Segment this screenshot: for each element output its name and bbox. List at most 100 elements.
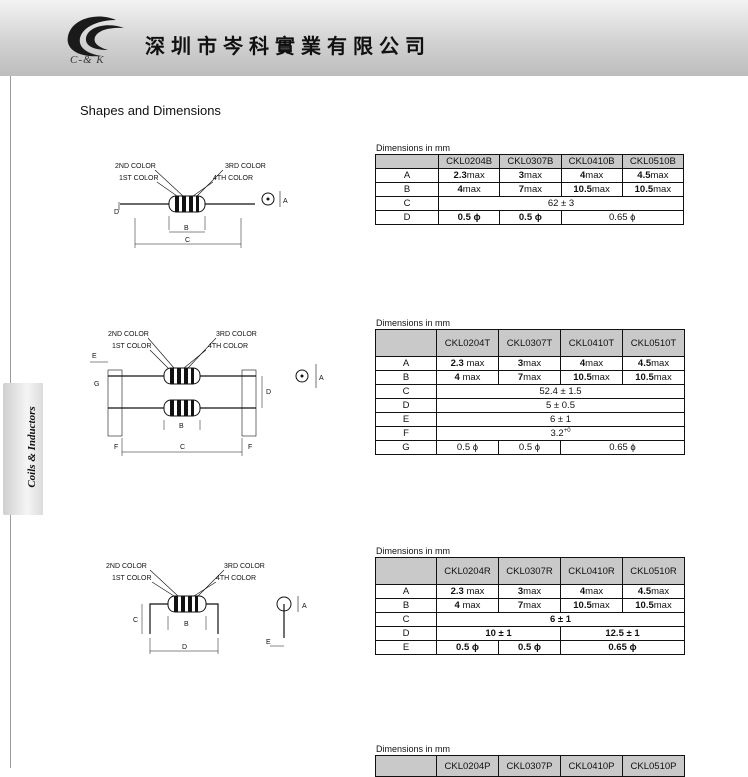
label-2nd-color: 2ND COLOR — [115, 163, 156, 170]
section-title: Shapes and Dimensions — [80, 103, 221, 118]
table-row: B 4max 7max 10.5max 10.5max — [375, 182, 685, 197]
svg-text:G: G — [94, 381, 99, 388]
svg-text:C: C — [133, 617, 138, 624]
diagram-tape-t: 2ND COLOR 1ST COLOR 3RD COLOR 4TH COLOR … — [88, 326, 288, 458]
label-3rd-color: 3RD COLOR — [225, 163, 266, 170]
svg-text:D: D — [182, 644, 187, 651]
dimensions-table-r: CKL0204R CKL0307R CKL0410R CKL0510R A 2.… — [375, 557, 685, 655]
svg-text:E: E — [92, 353, 97, 360]
svg-text:1ST COLOR: 1ST COLOR — [112, 343, 152, 350]
label-1st-color: 1ST COLOR — [119, 175, 159, 182]
diagram-tape-t-end: A — [292, 360, 328, 400]
table-row: B 4 max 7max 10.5max 10.5max — [375, 598, 685, 613]
table-row: C 62 ± 3 — [375, 196, 684, 211]
row-label: D — [375, 626, 437, 641]
table-row: D 10 ± 1 12.5 ± 1 — [375, 626, 685, 641]
svg-text:2ND COLOR: 2ND COLOR — [106, 563, 147, 570]
table1-caption: Dimensions in mm — [376, 143, 451, 153]
svg-text:4TH COLOR: 4TH COLOR — [208, 343, 248, 350]
label-4th-color: 4TH COLOR — [213, 175, 253, 182]
svg-text:D: D — [266, 389, 271, 396]
svg-text:A: A — [302, 603, 307, 610]
dimensions-table-b: CKL0204B CKL0307B CKL0410B CKL0510B A 2.… — [375, 154, 685, 225]
table-header: CKL0410P — [560, 755, 623, 777]
diagram-radial-r: 2ND COLOR 1ST COLOR 3RD COLOR 4TH COLOR … — [100, 558, 280, 658]
logo-text: C-& K — [70, 54, 105, 66]
row-label: C — [375, 384, 437, 399]
svg-text:E: E — [266, 639, 271, 646]
table-row: C 52.4 ± 1.5 — [375, 384, 685, 399]
table-header: CKL0307R — [498, 557, 561, 585]
table-header: CKL0410T — [560, 329, 623, 357]
table-row: A 2.3 max 3max 4max 4.5max — [375, 584, 685, 599]
svg-text:B: B — [179, 423, 184, 430]
row-label: A — [375, 356, 437, 371]
svg-text:1ST COLOR: 1ST COLOR — [112, 575, 152, 582]
row-label: A — [375, 584, 437, 599]
diagram-axial-b: 2ND COLOR 1ST COLOR 3RD COLOR 4TH COLOR … — [105, 158, 305, 250]
svg-text:B: B — [184, 225, 189, 232]
diagram-axial-b-end: A — [258, 183, 294, 223]
company-logo-icon — [67, 16, 124, 57]
row-label: D — [375, 210, 439, 225]
svg-text:C: C — [180, 444, 185, 451]
svg-text:2ND COLOR: 2ND COLOR — [108, 331, 149, 338]
table-row: C 6 ± 1 — [375, 612, 685, 627]
svg-text:3RD COLOR: 3RD COLOR — [224, 563, 265, 570]
svg-text:A: A — [319, 375, 324, 382]
row-label: E — [375, 412, 437, 427]
table3-caption: Dimensions in mm — [376, 546, 451, 556]
svg-text:A: A — [283, 198, 288, 205]
table-row: F 3.2+0 — [375, 426, 685, 441]
row-label: B — [375, 182, 439, 197]
table-header: CKL0510B — [621, 154, 685, 169]
table-header: CKL0307P — [498, 755, 561, 777]
row-label: F — [375, 426, 437, 441]
row-label: C — [375, 196, 439, 211]
table-header: CKL0510P — [622, 755, 685, 777]
side-tab-label-wrap: Coils & Inductors — [4, 406, 54, 487]
svg-text:F: F — [248, 444, 252, 451]
table-row: A 2.3max 3max 4max 4.5max — [375, 168, 685, 183]
table-row: E 0.5 ϕ 0.5 ϕ 0.65 ϕ — [375, 640, 685, 655]
table-header: CKL0307B — [499, 154, 562, 169]
table-row: D 5 ± 0.5 — [375, 398, 685, 413]
side-tab[interactable] — [3, 383, 43, 515]
svg-text:3RD COLOR: 3RD COLOR — [216, 331, 257, 338]
row-label: B — [375, 598, 437, 613]
row-label: B — [375, 370, 437, 385]
table4-caption: Dimensions in mm — [376, 744, 451, 754]
svg-text:F: F — [114, 444, 118, 451]
row-label: D — [375, 398, 437, 413]
svg-text:C: C — [185, 237, 190, 244]
table-header: CKL0204B — [437, 154, 501, 169]
table-cell: 0.65 ϕ — [560, 210, 684, 225]
table-header: CKL0410B — [560, 154, 623, 169]
svg-text:4TH COLOR: 4TH COLOR — [216, 575, 256, 582]
table-header-blank — [375, 154, 439, 169]
side-tab-label: Coils & Inductors — [26, 406, 38, 488]
dimensions-table-p: CKL0204P CKL0307P CKL0410P CKL0510P — [375, 755, 685, 777]
row-label: A — [375, 168, 439, 183]
svg-text:D: D — [114, 209, 119, 216]
table-row: G 0.5 ϕ 0.5 ϕ 0.65 ϕ — [375, 440, 685, 455]
dimensions-table-t: CKL0204T CKL0307T CKL0410T CKL0510T A 2.… — [375, 329, 685, 455]
table-header: CKL0204T — [436, 329, 499, 357]
table-row: B 4 max 7max 10.5max 10.5max — [375, 370, 685, 385]
table-header: CKL0307T — [498, 329, 561, 357]
page-header: C-& K 深圳市岑科實業有限公司 — [0, 0, 748, 76]
row-label: C — [375, 612, 437, 627]
table-header: CKL0204R — [436, 557, 499, 585]
table-row: D 0.5 ϕ 0.5 ϕ 0.65 ϕ — [375, 210, 684, 225]
svg-text:B: B — [184, 621, 189, 628]
table-header: CKL0510R — [622, 557, 685, 585]
row-label: G — [375, 440, 437, 455]
diagram-radial-r-end: A E — [262, 588, 322, 652]
table2-caption: Dimensions in mm — [376, 318, 451, 328]
row-label: E — [375, 640, 437, 655]
table-header: CKL0510T — [622, 329, 685, 357]
company-name: 深圳市岑科實業有限公司 — [145, 34, 431, 58]
table-header: CKL0410R — [560, 557, 623, 585]
table-row: E 6 ± 1 — [375, 412, 685, 427]
table-header: CKL0204P — [436, 755, 499, 777]
